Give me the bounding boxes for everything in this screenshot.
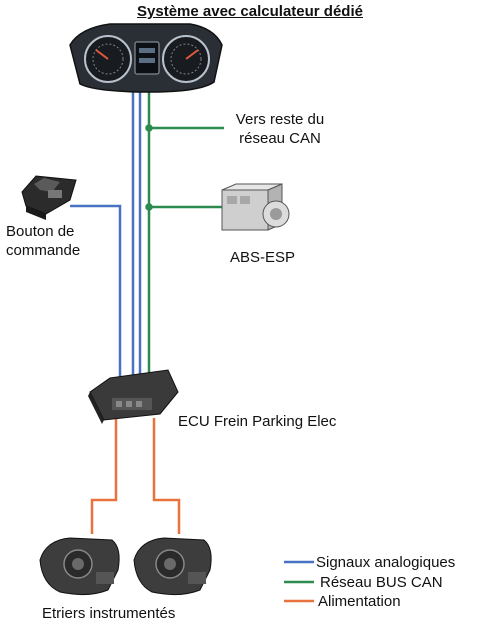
label-can-rest-line2: réseau CAN (239, 130, 321, 147)
label-control-button-line1: Bouton de (6, 223, 75, 240)
label-can-rest-line1: Vers reste du (235, 111, 325, 128)
instrument-cluster-icon (69, 23, 223, 93)
caliper-right-icon (133, 537, 212, 596)
control-button-icon (21, 175, 77, 220)
label-abs-esp: ABS-ESP (230, 249, 296, 266)
caliper-left-icon (39, 537, 120, 596)
power-lines (90, 418, 181, 534)
power-line-left (90, 418, 118, 534)
label-calipers: Etriers instrumentés (42, 605, 176, 622)
analog-line-button (70, 204, 122, 382)
can-junction-rest (145, 124, 153, 132)
legend-swatches (284, 560, 314, 603)
label-control-button: Bouton de commande (6, 222, 80, 260)
power-line-right (152, 418, 181, 534)
legend-item-can: Réseau BUS CAN (320, 574, 443, 591)
legend-item-analog: Signaux analogiques (316, 554, 456, 571)
ecu-icon (88, 369, 179, 424)
legend-item-power: Alimentation (318, 593, 401, 610)
abs-esp-icon (221, 183, 290, 231)
analog-signal-lines (70, 88, 142, 382)
diagram-title: Système avec calculateur dédié (137, 3, 363, 20)
label-control-button-line2: commande (6, 242, 81, 259)
can-bus-lines (145, 88, 224, 382)
label-ecu: ECU Frein Parking Elec (178, 413, 337, 430)
label-can-rest: Vers reste du réseau CAN (220, 110, 340, 148)
can-junction-abs (145, 203, 153, 211)
